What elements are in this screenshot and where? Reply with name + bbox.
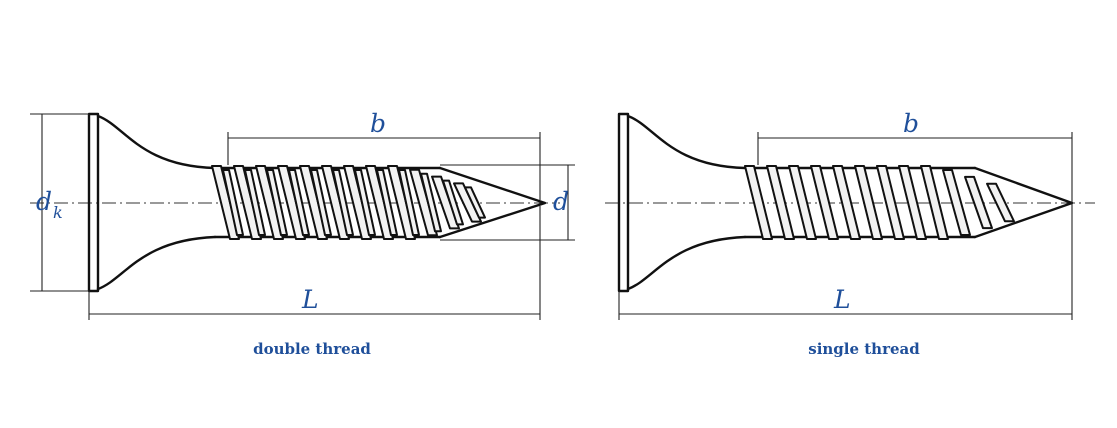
thread-crest-secondary xyxy=(354,169,376,236)
thread-crest xyxy=(920,165,949,240)
thread-crest xyxy=(854,165,883,240)
L-label: L xyxy=(833,285,851,314)
thread-crest xyxy=(365,165,394,240)
bugle-neck xyxy=(626,114,747,291)
b-label: b xyxy=(903,109,919,138)
thread-crest xyxy=(233,165,262,240)
thread-crest xyxy=(343,165,372,240)
screw-tip xyxy=(438,166,547,239)
thread-crest xyxy=(277,165,306,240)
L-label: L xyxy=(301,285,319,314)
thread-crest xyxy=(964,175,993,230)
thread-crest xyxy=(810,165,839,240)
thread-crest xyxy=(942,169,971,236)
double-thread-screw: d k b d L double thread xyxy=(30,109,575,358)
thread-crest xyxy=(986,182,1015,223)
thread-crest-secondary xyxy=(332,169,354,236)
thread-crest-secondary xyxy=(376,169,398,236)
thread-crest xyxy=(788,165,817,240)
thread-crest-secondary xyxy=(244,169,266,236)
thread-crest xyxy=(409,168,438,237)
thread-crest xyxy=(387,165,416,240)
thread-crest-secondary xyxy=(464,186,486,219)
thread-crest xyxy=(255,165,284,240)
b-label: b xyxy=(370,109,386,138)
thread-crest-secondary xyxy=(398,169,420,236)
thread-crest-secondary xyxy=(288,169,310,236)
caption-double-thread: double thread xyxy=(253,340,371,358)
thread-crest xyxy=(299,165,328,240)
thread-crest xyxy=(431,175,460,230)
thread-crest-secondary xyxy=(266,169,288,236)
thread-group xyxy=(744,165,1015,240)
thread-crest xyxy=(744,165,773,240)
screw-head xyxy=(617,112,630,293)
thread-crest xyxy=(832,165,861,240)
thread-crest xyxy=(321,165,350,240)
thread-crest xyxy=(766,165,795,240)
thread-crest-secondary xyxy=(222,169,244,236)
single-thread-screw: b L single thread xyxy=(605,109,1095,358)
thread-crest-secondary xyxy=(310,169,332,236)
thread-crest xyxy=(876,165,905,240)
thread-crest xyxy=(898,165,927,240)
thread-crest-secondary xyxy=(442,179,464,226)
thread-crest xyxy=(211,165,240,240)
thread-crest xyxy=(453,182,482,223)
dk-label: d xyxy=(36,187,52,216)
d-label: d xyxy=(553,187,569,216)
screw-head xyxy=(87,112,100,293)
thread-group xyxy=(211,165,486,240)
thread-crest-secondary xyxy=(420,172,442,233)
dk-subscript: k xyxy=(53,203,63,222)
caption-single-thread: single thread xyxy=(808,340,920,358)
bugle-neck xyxy=(96,114,217,291)
